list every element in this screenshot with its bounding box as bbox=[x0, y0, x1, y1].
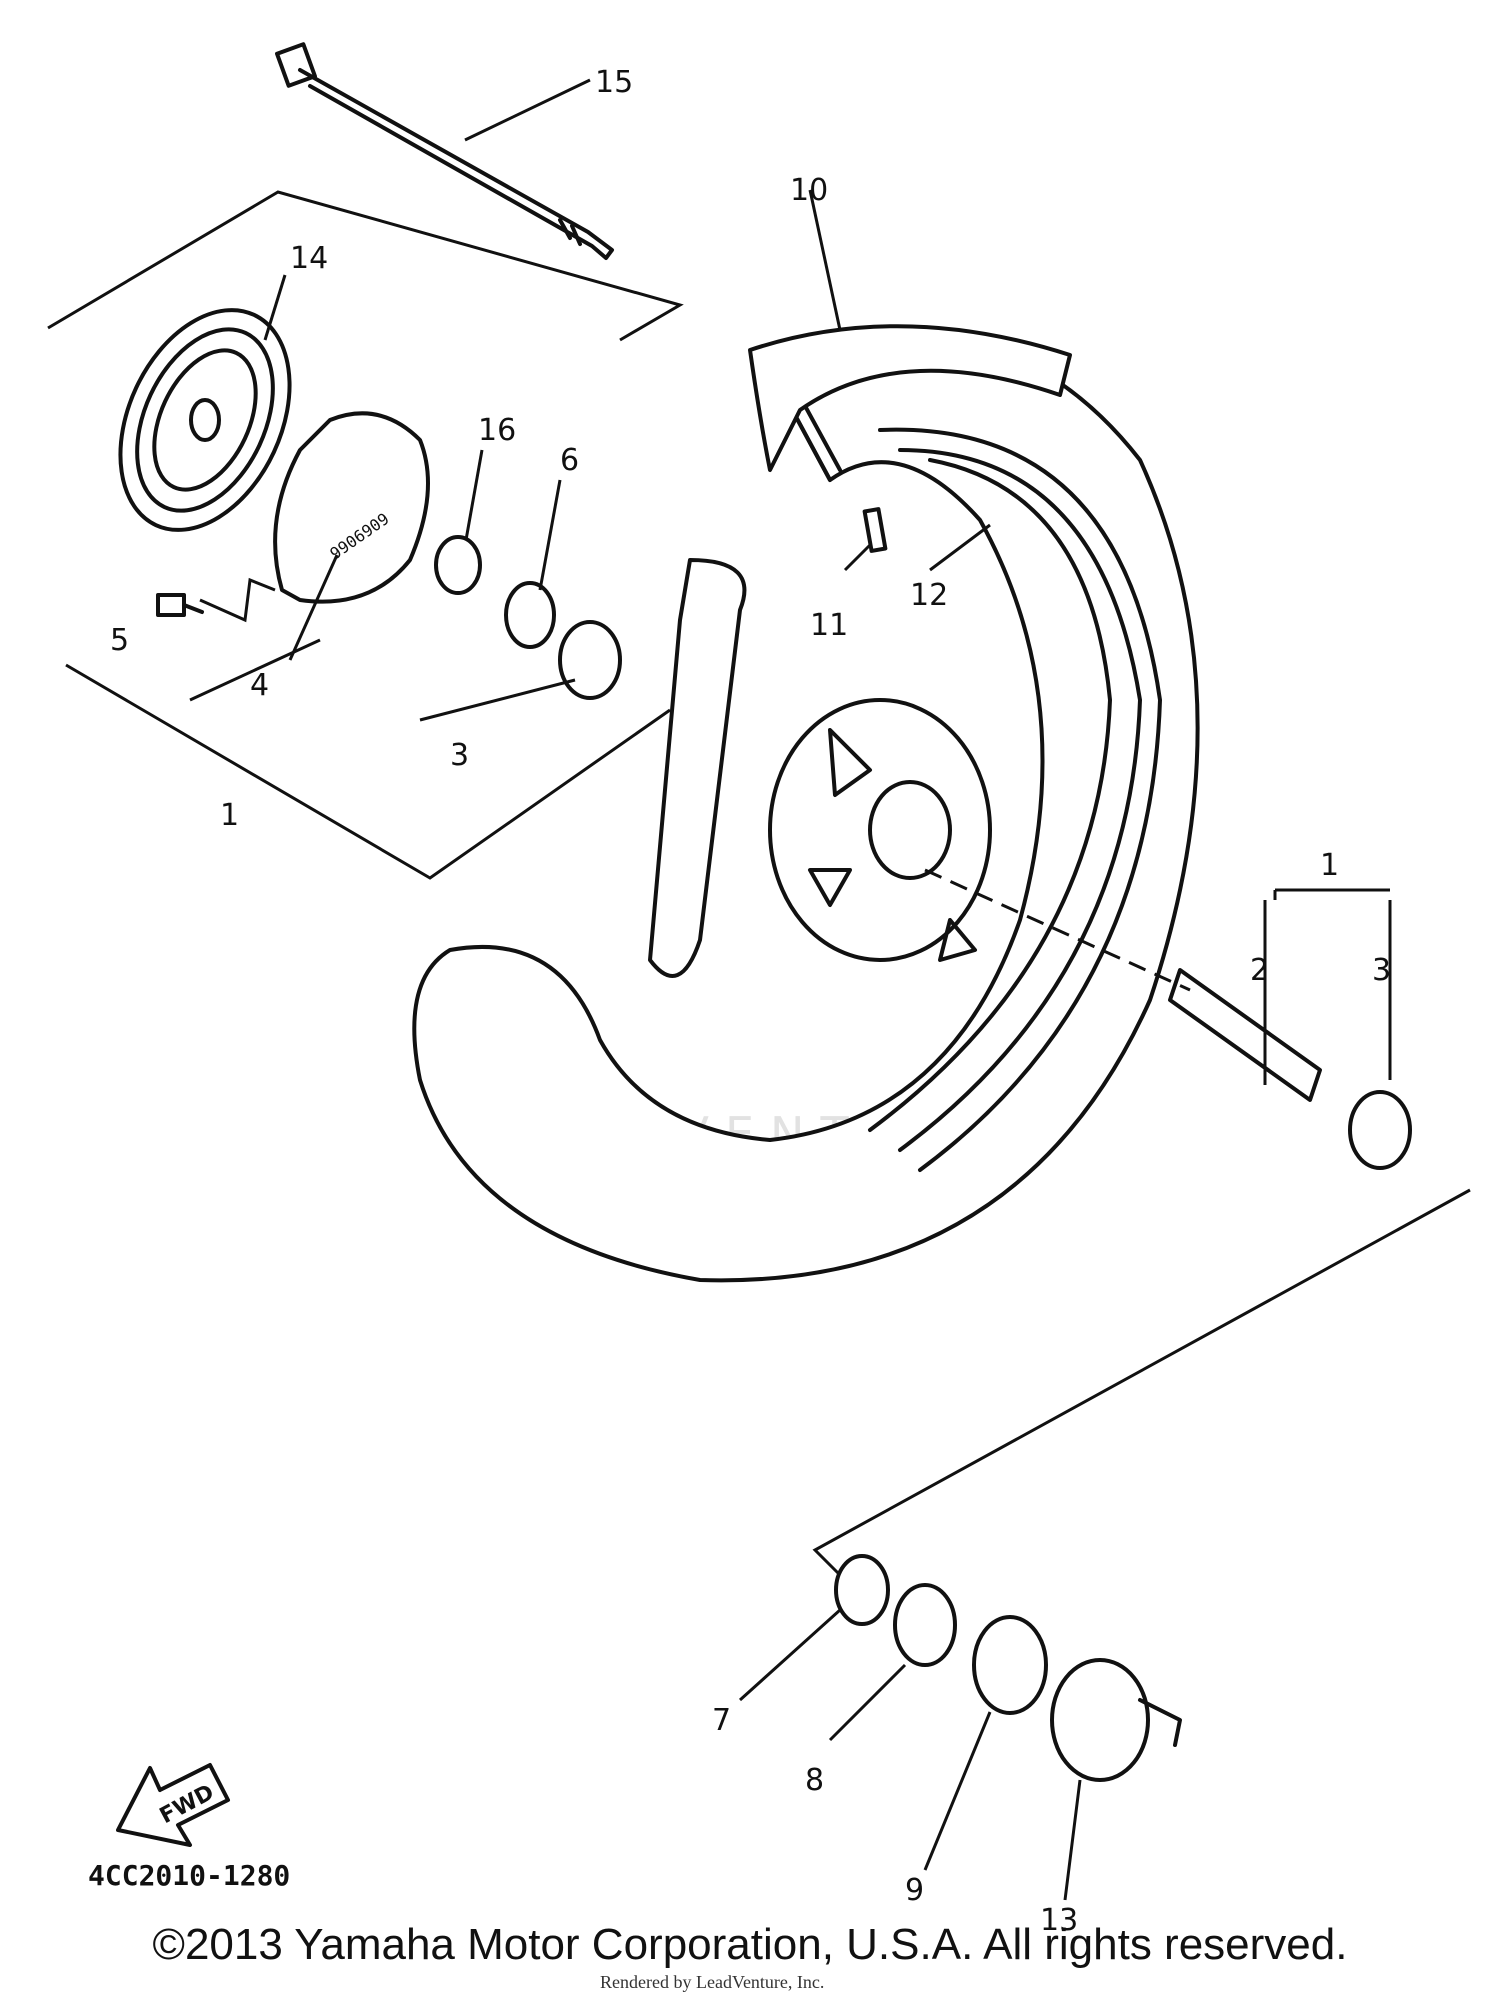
callout-1-right: 1 bbox=[1320, 848, 1339, 883]
part-spacer bbox=[1168, 968, 1322, 1102]
part-bolt bbox=[156, 593, 204, 617]
callout-8: 8 bbox=[805, 1763, 824, 1798]
part-bearing-right bbox=[1348, 1090, 1412, 1170]
callout-3-left: 3 bbox=[450, 738, 469, 773]
callout-9: 9 bbox=[905, 1873, 924, 1908]
part-oil-seal bbox=[504, 581, 556, 649]
part-oil-seal-3 bbox=[972, 1615, 1048, 1715]
part-brake-disc bbox=[118, 308, 292, 532]
axis-line bbox=[924, 868, 1191, 992]
fwd-arrow-icon: FWD bbox=[116, 1763, 230, 1847]
bracket-top bbox=[47, 190, 684, 342]
part-cover-plate: 9906909 bbox=[273, 411, 430, 604]
part-bearing-left bbox=[558, 620, 622, 700]
callout-14: 14 bbox=[290, 241, 328, 276]
callout-16: 16 bbox=[478, 413, 516, 448]
callout-11: 11 bbox=[810, 608, 848, 643]
part-collar bbox=[434, 535, 482, 595]
bracket-left bbox=[65, 663, 671, 880]
callout-6: 6 bbox=[560, 443, 579, 478]
callout-12: 12 bbox=[910, 578, 948, 613]
part-wheel bbox=[412, 328, 1200, 1283]
diagram-code: 4CC2010-1280 bbox=[88, 1859, 290, 1892]
callout-5: 5 bbox=[110, 623, 129, 658]
callout-1-left: 1 bbox=[220, 798, 239, 833]
callout-7: 7 bbox=[712, 1703, 731, 1738]
bracket-right bbox=[1273, 888, 1390, 900]
callout-3-right: 3 bbox=[1372, 953, 1391, 988]
part-tire-section bbox=[748, 324, 1072, 472]
part-oil-seal-2 bbox=[893, 1583, 957, 1667]
callout-4: 4 bbox=[250, 668, 269, 703]
callout-13: 13 bbox=[1040, 1903, 1078, 1938]
bracket-lower bbox=[812, 1188, 1471, 1577]
part-lock-washer bbox=[834, 1554, 890, 1626]
rendered-by-notice: Rendered by LeadVenture, Inc. bbox=[600, 1972, 825, 1992]
callout-2: 2 bbox=[1250, 953, 1269, 988]
copyright-notice: ©2013 Yamaha Motor Corporation, U.S.A. A… bbox=[152, 1920, 1348, 1969]
callout-10: 10 bbox=[790, 173, 828, 208]
callout-15: 15 bbox=[595, 65, 633, 100]
part-axle bbox=[275, 42, 614, 260]
part-speedometer-unit bbox=[1050, 1658, 1182, 1782]
part-valve bbox=[862, 507, 888, 553]
bracket-5 bbox=[199, 577, 276, 623]
